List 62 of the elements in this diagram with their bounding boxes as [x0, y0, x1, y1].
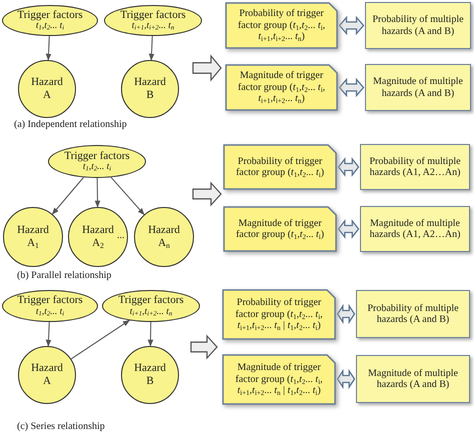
node-text: Hazard B: [133, 362, 167, 388]
arrow: [110, 176, 145, 216]
multiple-hazards-box: [365, 2, 471, 49]
node-text: Probability of trigger factor group (t$_{1}$,t$_{2}$... t$_{i}$): [234, 156, 326, 178]
node-text: Probability of multiple hazards (A1, A2…An): [368, 156, 462, 178]
arrow: [148, 322, 154, 347]
multiple-hazards-box: [360, 144, 470, 190]
node-text: Hazard A: [30, 362, 64, 388]
node-text: Trigger factors: [17, 294, 83, 307]
double-arrow: [338, 219, 360, 239]
node-text: Magnitude of trigger factor group (t$_{1}$,t$_{2}$... t$_{i}$): [234, 218, 326, 240]
node-text: Hazard A$_{n}$: [147, 224, 181, 250]
node-text: Magnitude of trigger factor group (t$_{1}$,t$_{2}$... t$_{i}$, t$_{i+1}$,t$_{i+2}$... t$_{n}$): [236, 70, 326, 105]
node-text: Probability of trigger factor group (t$_{1}$,t$_{2}$... t$_{i}$, t$_{i+1}$,t$_{i+2}$... t$_{n}$ | t$_{1}$,t$_{2}$... t$_{i}$): [234, 297, 324, 332]
caption-text: (b) Parallel relationship: [17, 270, 112, 281]
arrow: [46, 36, 52, 61]
double-arrow: [338, 157, 360, 177]
node-text: Probability of trigger factor group (t$_{1}$,t$_{2}$... t$_{i}$, t$_{i+1}$,t$_{i+2}$... t$_{n}$): [236, 8, 326, 43]
caption-text: (a) Independent relationship: [14, 119, 127, 130]
factor-group-box: [225, 2, 338, 49]
double-arrow: [336, 368, 356, 390]
arrow: [46, 322, 52, 347]
block-arrow: [192, 54, 222, 82]
multiple-hazards-box: [360, 206, 470, 252]
arrow: [148, 36, 154, 61]
node-text: Trigger factors: [120, 8, 186, 22]
node-text: Magnitude of multiple hazards (A1, A2…An): [368, 218, 462, 240]
factor-group-box: [225, 64, 338, 111]
arrow: [94, 178, 100, 208]
caption-text: ...: [117, 230, 124, 241]
node-text: Trigger factors: [64, 150, 130, 162]
factor-list: t$_{1}$,t$_{2}$... t$_{i}$: [36, 21, 64, 32]
block-arrow: [192, 181, 222, 207]
double-arrow: [338, 16, 364, 36]
multiple-hazards-box: [365, 64, 471, 111]
factor-list: t$_{1}$,t$_{2}$... t$_{i}$: [36, 306, 64, 318]
node-text: Magnitude of multiple hazards (A and B): [367, 368, 459, 390]
double-arrow: [336, 304, 356, 324]
node-text: Probability of multiple hazards (A and B): [371, 14, 465, 37]
node-text: Magnitude of trigger factor group (t$_{1}$,t$_{2}$... t$_{i}$, t$_{i+1}$,t$_{i+2}$... t$_{n}$ | t$_{1}$,t$_{2}$... t$_{i}$): [234, 362, 324, 397]
node-text: Hazard B: [133, 76, 167, 102]
node-text: Hazard A$_{1}$: [16, 224, 50, 250]
factor-group-box: [223, 206, 337, 252]
factor-list: t$_{i+1}$,t$_{i+2}$... t$_{n}$: [132, 21, 174, 32]
arrow: [70, 320, 130, 360]
multiple-hazards-box: [356, 355, 470, 403]
factor-group-box: [222, 354, 336, 405]
factor-group-box: [222, 289, 336, 340]
node-text: Hazard A: [30, 76, 64, 102]
multiple-hazards-box: [356, 290, 470, 338]
node-text: Probability of multiple hazards (A and B): [366, 302, 460, 326]
factor-group-box: [223, 144, 337, 190]
double-arrow: [338, 78, 364, 98]
factor-list: t$_{1}$,t$_{2}$... t$_{i}$: [82, 162, 112, 174]
node-text: Trigger factors: [17, 8, 83, 22]
caption-text: (c) Series relationship: [17, 421, 105, 432]
node-text: Hazard A$_{2}$: [81, 224, 115, 250]
node-text: Trigger factors: [118, 294, 184, 307]
factor-list: t$_{i+1}$,t$_{i+2}$... t$_{n}$: [130, 306, 172, 318]
node-text: Magnitude of multiple hazards (A and B): [372, 76, 464, 99]
arrow: [52, 176, 84, 215]
block-arrow: [190, 334, 218, 360]
